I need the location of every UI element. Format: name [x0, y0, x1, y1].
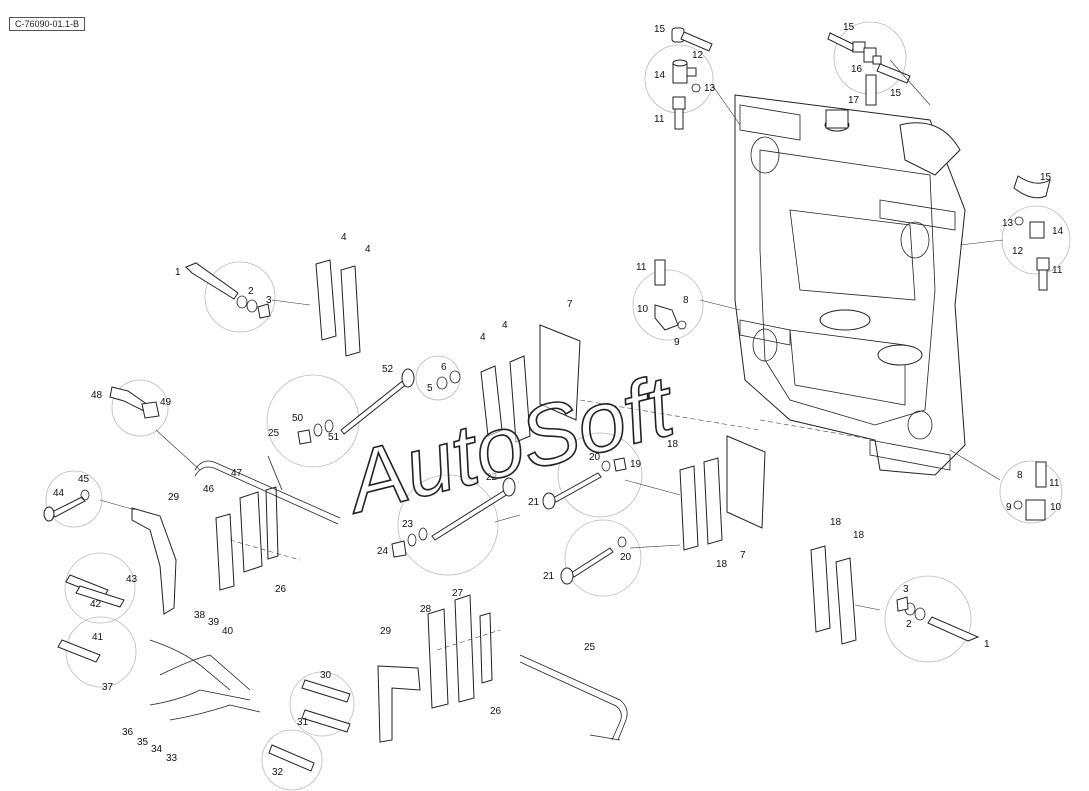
watermark-text: AutoSoft: [334, 357, 685, 532]
detail-circles: [45, 21, 1071, 791]
callout-37: 37: [102, 682, 114, 693]
callout-5: 5: [427, 383, 433, 394]
callout-52: 52: [382, 364, 394, 375]
callout-25: 25: [584, 642, 596, 653]
callout-2: 2: [248, 286, 254, 297]
callout-18: 18: [830, 517, 842, 528]
callout-33: 33: [166, 753, 178, 764]
callout-27: 27: [452, 588, 464, 599]
callout-6: 6: [441, 362, 447, 373]
drawing-reference-code: C-76090-01.1-B: [9, 17, 86, 31]
callout-7: 7: [567, 299, 573, 310]
callout-32: 32: [272, 767, 284, 778]
callout-28: 28: [420, 604, 432, 615]
callout-4: 4: [365, 244, 371, 255]
callout-8: 8: [683, 295, 689, 306]
main-frame-assembly: [734, 94, 966, 476]
callout-51: 51: [328, 432, 340, 443]
callout-26: 26: [275, 584, 287, 595]
callout-10: 10: [637, 304, 649, 315]
callout-14: 14: [654, 70, 666, 81]
callout-4: 4: [341, 232, 347, 243]
callout-50: 50: [292, 413, 304, 424]
callout-22: 22: [486, 472, 498, 483]
callout-24: 24: [377, 546, 389, 557]
callout-15: 15: [1040, 172, 1052, 183]
callout-7: 7: [740, 550, 746, 561]
callout-16: 16: [851, 64, 863, 75]
callout-34: 34: [151, 744, 163, 755]
callout-18: 18: [716, 559, 728, 570]
callout-4: 4: [502, 320, 508, 331]
callout-35: 35: [137, 737, 149, 748]
callout-18: 18: [667, 439, 679, 450]
callout-13: 13: [704, 83, 716, 94]
callout-15: 15: [890, 88, 902, 99]
callout-43: 43: [126, 574, 138, 585]
callout-13: 13: [1002, 218, 1014, 229]
callout-15: 15: [654, 24, 666, 35]
leader-lines: [99, 59, 1004, 611]
callout-12: 12: [692, 50, 704, 61]
callout-47: 47: [231, 468, 243, 479]
callout-29: 29: [380, 626, 392, 637]
callout-18: 18: [853, 530, 865, 541]
callout-25: 25: [268, 428, 280, 439]
assembly-lines: [229, 399, 876, 651]
callout-48: 48: [91, 390, 103, 401]
part-callouts: 15 12 14 13 11 15 16 17 15 15 13 14 12 1…: [53, 22, 1064, 778]
callout-11: 11: [1049, 478, 1060, 489]
callout-4: 4: [480, 332, 486, 343]
callout-40: 40: [222, 626, 234, 637]
callout-26: 26: [490, 706, 502, 717]
callout-39: 39: [208, 617, 220, 628]
callout-21: 21: [528, 497, 540, 508]
callout-3: 3: [266, 295, 272, 306]
callout-8: 8: [1017, 470, 1023, 481]
callout-38: 38: [194, 610, 206, 621]
callout-14: 14: [1052, 226, 1064, 237]
callout-49: 49: [160, 397, 172, 408]
callout-3: 3: [903, 584, 909, 595]
callout-23: 23: [402, 519, 414, 530]
callout-9: 9: [674, 337, 680, 348]
callout-45: 45: [78, 474, 90, 485]
callout-19: 19: [630, 459, 642, 470]
callout-9: 9: [1006, 502, 1012, 513]
callout-30: 30: [320, 670, 332, 681]
callout-11: 11: [654, 114, 665, 125]
callout-36: 36: [122, 727, 134, 738]
clamp-blocks: [215, 259, 857, 709]
brackets-and-pipes: [57, 455, 628, 772]
callout-12: 12: [1012, 246, 1024, 257]
callout-2: 2: [906, 619, 912, 630]
callout-31: 31: [297, 717, 309, 728]
callout-29: 29: [168, 492, 180, 503]
callout-20: 20: [620, 552, 632, 563]
callout-15: 15: [843, 22, 855, 33]
callout-42: 42: [90, 599, 102, 610]
callout-44: 44: [53, 488, 65, 499]
callout-11: 11: [1052, 265, 1063, 276]
fittings-top: [654, 27, 1051, 521]
callout-1: 1: [175, 267, 181, 278]
callout-41: 41: [92, 632, 104, 643]
bolts-and-washers: [43, 262, 980, 642]
callout-20: 20: [589, 452, 601, 463]
callout-1: 1: [984, 639, 990, 650]
callout-21: 21: [543, 571, 555, 582]
callout-11: 11: [636, 262, 647, 273]
callout-10: 10: [1050, 502, 1062, 513]
callout-46: 46: [203, 484, 215, 495]
callout-17: 17: [848, 95, 860, 106]
